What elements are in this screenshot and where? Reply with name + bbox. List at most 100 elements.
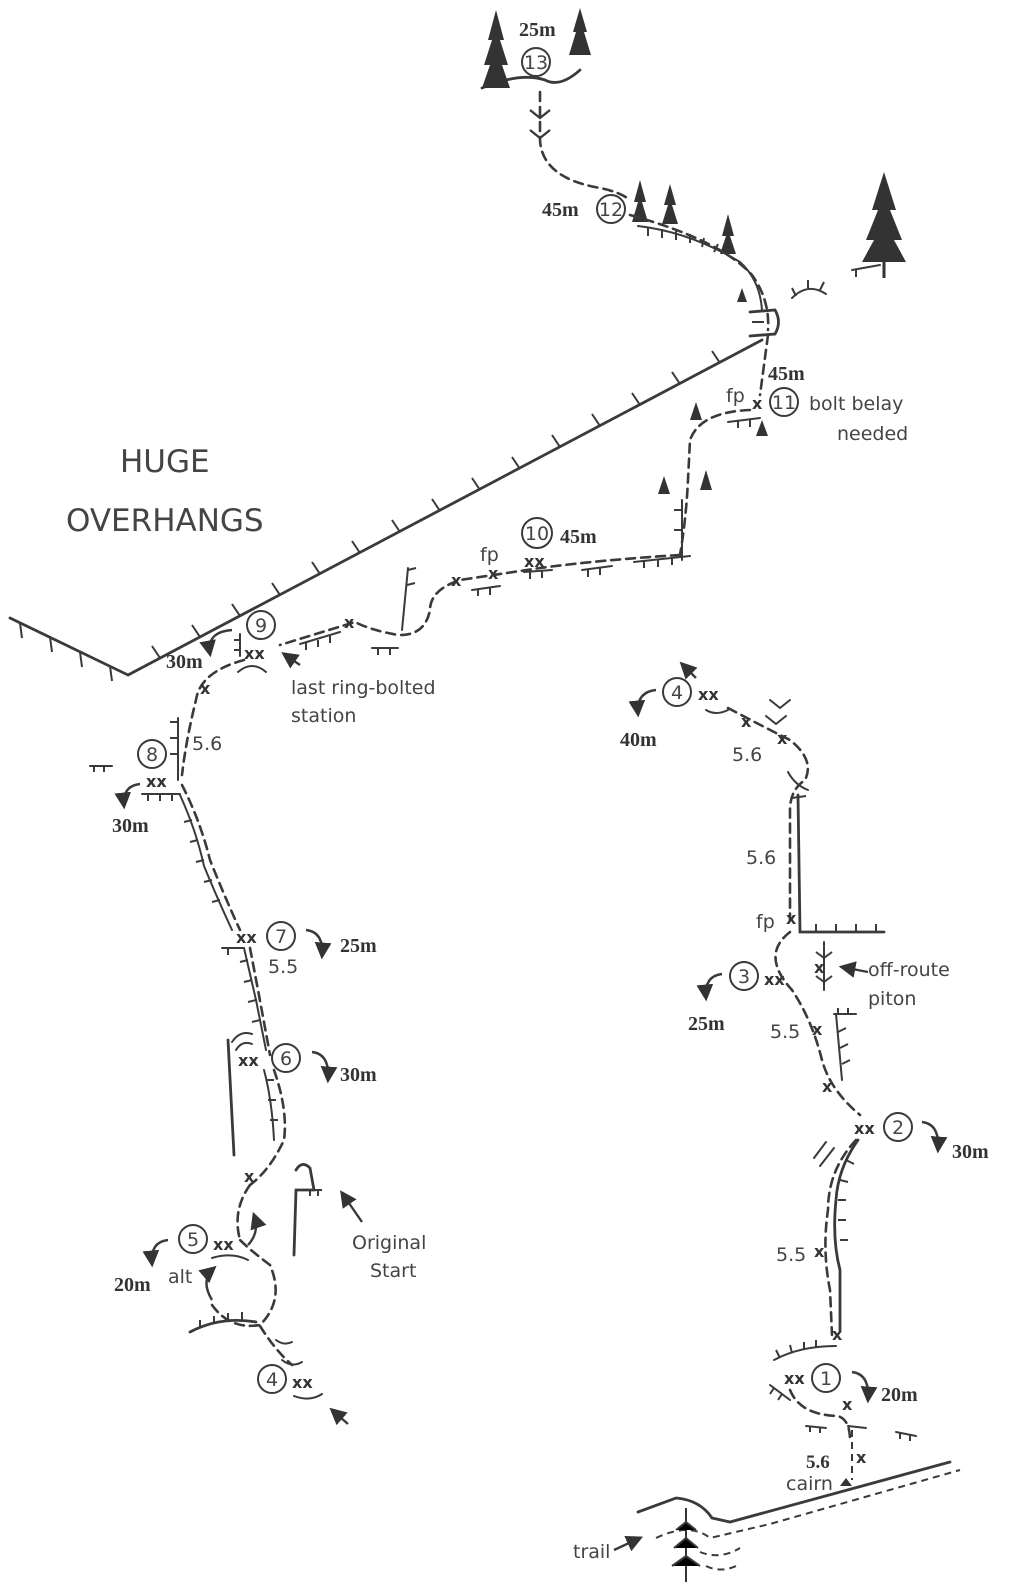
dihedral bbox=[796, 793, 886, 934]
tree-icon bbox=[756, 420, 768, 436]
original-start-line2: Start bbox=[370, 1260, 416, 1282]
tree-icon bbox=[482, 10, 510, 88]
pitch-12-length: 45m bbox=[542, 199, 579, 221]
route-line-pitch-5 bbox=[210, 1238, 277, 1328]
pitch-13-marker bbox=[521, 47, 551, 77]
route-line-pitch-2 bbox=[774, 930, 862, 1117]
last-station-line2: station bbox=[291, 705, 356, 727]
bolt-x: x bbox=[856, 1448, 867, 1467]
bolt-anchor-xx: xx bbox=[238, 1051, 259, 1070]
rappel-9-length: 30m bbox=[166, 651, 203, 673]
rappel-6-length: 30m bbox=[340, 1064, 377, 1086]
crack-feature bbox=[401, 567, 409, 631]
bolt-x: x bbox=[741, 712, 752, 731]
bolt-anchor-xx: xx bbox=[236, 928, 257, 947]
pitch-1-marker bbox=[811, 1363, 841, 1393]
pitch-2-marker bbox=[883, 1112, 913, 1142]
bolt-x: x bbox=[832, 1325, 843, 1344]
off-route-line1: off-route bbox=[868, 959, 950, 981]
pitch-12-number: 12 bbox=[599, 199, 623, 221]
fp-label: fp bbox=[480, 544, 499, 566]
route-line-pitch-13 bbox=[538, 90, 632, 202]
pitch-6-marker bbox=[271, 1043, 301, 1073]
pitch-11-number: 11 bbox=[772, 392, 796, 414]
right-top-grade: 5.6 bbox=[732, 744, 762, 766]
route-line-pitch-10-upper bbox=[678, 408, 752, 557]
huge-label-line1: HUGE bbox=[120, 444, 210, 480]
bolt-anchor-xx: xx bbox=[292, 1373, 313, 1392]
pitch-7-marker bbox=[266, 921, 296, 951]
bolt-x: x bbox=[814, 958, 825, 977]
trail-label: trail bbox=[573, 1541, 610, 1563]
alt-label: alt bbox=[168, 1266, 192, 1288]
pitch-5-number: 5 bbox=[187, 1229, 199, 1251]
bolt-anchor-xx: xx bbox=[784, 1369, 805, 1388]
off-route-line2: piton bbox=[868, 988, 916, 1010]
tree-icon bbox=[737, 288, 747, 302]
rappel-arrow-icon bbox=[305, 928, 332, 960]
rappel-arrow-icon bbox=[696, 972, 723, 1002]
route-line-pitch-1 bbox=[788, 1388, 852, 1442]
rappel-8-length: 30m bbox=[112, 815, 149, 837]
tree-icon bbox=[658, 476, 670, 494]
bolt-x: x bbox=[777, 729, 788, 748]
ledge-pitch-5 bbox=[188, 1319, 258, 1334]
route-line-pitch-6-lower bbox=[236, 1183, 252, 1242]
route-line-pitch-3 bbox=[726, 706, 810, 922]
pitch-6-number: 6 bbox=[280, 1048, 292, 1070]
route-line-pitch-11 bbox=[758, 333, 770, 397]
bolt-x: x bbox=[814, 1242, 825, 1261]
continue-arrow-icon bbox=[679, 661, 698, 680]
pitch-7-number: 7 bbox=[275, 926, 287, 948]
tree-icon bbox=[662, 184, 678, 224]
trail-arrow-icon bbox=[613, 1536, 644, 1552]
rappel-arrow-icon bbox=[851, 1370, 878, 1404]
rappel-3-length: 25m bbox=[688, 1013, 725, 1035]
fp-label: fp bbox=[726, 385, 745, 407]
route-line-pitch-12 bbox=[628, 213, 770, 332]
pitch-4-right-marker bbox=[662, 677, 692, 707]
pitch-7-grade: 5.5 bbox=[268, 956, 298, 978]
pitch-4-right-number: 4 bbox=[671, 682, 683, 704]
rappel-arrow-icon bbox=[114, 782, 141, 810]
right-mid-grade: 5.5 bbox=[770, 1021, 800, 1043]
bolt-anchor-xx: xx bbox=[213, 1235, 234, 1254]
pitch-3-number: 3 bbox=[738, 966, 750, 988]
ledge bbox=[299, 631, 341, 645]
pitch-10-number: 10 bbox=[525, 523, 549, 545]
pitch-1-number: 1 bbox=[820, 1368, 832, 1390]
pitch-11-marker bbox=[769, 387, 799, 417]
ledge bbox=[581, 565, 613, 571]
rappel-arrow-icon bbox=[628, 688, 657, 718]
tree-icon bbox=[632, 180, 648, 222]
bolt-x: x bbox=[488, 564, 499, 583]
rappel-arrow-icon bbox=[921, 1120, 948, 1154]
bolt-x: x bbox=[822, 1077, 833, 1096]
original-start-pillar bbox=[292, 1163, 316, 1257]
bolt-anchor-xx: xx bbox=[244, 644, 265, 663]
tree-icon bbox=[862, 172, 906, 278]
rappel-2-length: 30m bbox=[952, 1141, 989, 1163]
bolt-belay-line1: bolt belay bbox=[809, 393, 903, 415]
ledge bbox=[523, 569, 553, 573]
right-start-grade: 5.6 bbox=[806, 1452, 830, 1473]
bolt-anchor-xx: xx bbox=[854, 1119, 875, 1138]
last-station-line1: last ring-bolted bbox=[291, 677, 436, 699]
pointer-arrow-icon bbox=[281, 652, 301, 669]
fp-label: fp bbox=[756, 911, 775, 933]
bolt-anchor-xx: xx bbox=[698, 685, 719, 704]
pitch-12-marker bbox=[596, 194, 626, 224]
tree-icon bbox=[671, 1508, 701, 1582]
rappel-1-length: 20m bbox=[881, 1384, 918, 1406]
corner-feature bbox=[833, 1138, 860, 1332]
route-line-pitch-7 bbox=[248, 946, 272, 1057]
chevron-icon bbox=[529, 109, 551, 120]
pitch-13-number: 13 bbox=[524, 52, 548, 74]
tree-icon bbox=[700, 470, 712, 490]
pitch-2-number: 2 bbox=[892, 1117, 904, 1139]
rappel-arrow-icon bbox=[311, 1050, 338, 1084]
bolt-x: x bbox=[344, 613, 355, 632]
bolt-x: x bbox=[812, 1020, 823, 1039]
route-line-pitch-1-upper bbox=[824, 1138, 858, 1337]
